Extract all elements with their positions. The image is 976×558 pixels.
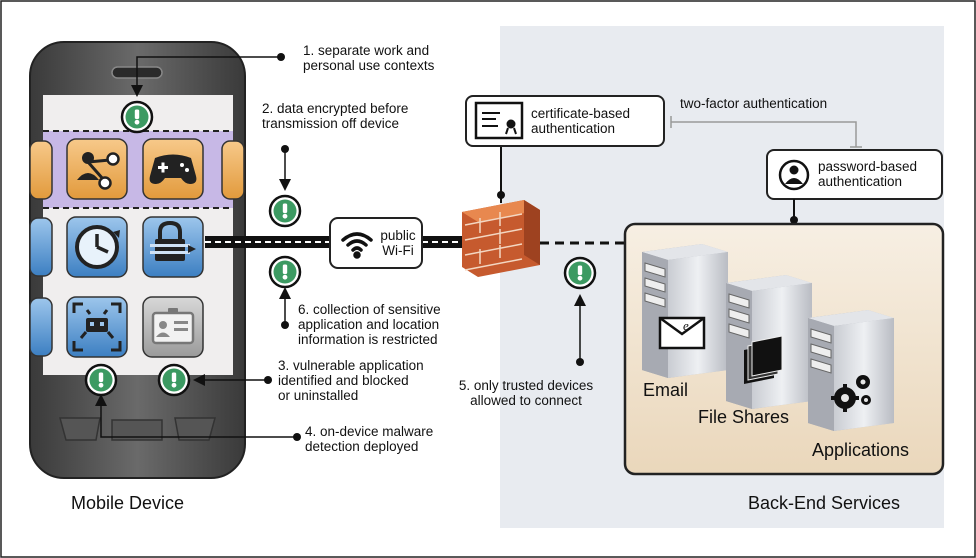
password-box xyxy=(766,149,943,200)
email-server xyxy=(642,244,728,378)
callout-3: 3. vulnerable application identified and… xyxy=(278,358,424,403)
user-icon xyxy=(778,159,810,191)
wifi-box xyxy=(329,217,423,269)
mobile-device-title: Mobile Device xyxy=(71,493,185,513)
firewall-icon xyxy=(462,200,540,277)
callout-6: 6. collection of sensitive application a… xyxy=(298,302,441,347)
cert-auth-label: certificate-based authentication xyxy=(531,106,631,136)
warning-icon xyxy=(268,194,302,228)
folders-icon xyxy=(744,335,783,384)
callout-2: 2. data encrypted before transmission of… xyxy=(262,101,409,131)
callout-1: 1. separate work and personal use contex… xyxy=(303,43,435,73)
gamepad-icon xyxy=(142,138,204,200)
warning-icon xyxy=(120,100,154,134)
warning-icon xyxy=(268,255,302,289)
warning-icon xyxy=(563,256,597,290)
wifi-icon xyxy=(341,232,373,259)
sharing-network-icon xyxy=(66,138,128,200)
two-factor-connector xyxy=(671,121,857,147)
certificate-icon xyxy=(474,101,524,140)
email-label: Email xyxy=(643,380,689,400)
callout-5: 5. only trusted devices allowed to conne… xyxy=(458,378,594,408)
wifi-label: public Wi-Fi xyxy=(380,228,416,258)
callout-4: 4. on-device malware detection deployed xyxy=(305,424,434,454)
warning-icon xyxy=(157,363,191,397)
warning-icon xyxy=(84,363,118,397)
password-auth-label: password-based authentication xyxy=(818,159,918,189)
two-factor-label: two-factor authentication xyxy=(680,96,828,111)
gears-icon xyxy=(831,375,871,412)
padlock-transfer-icon xyxy=(142,216,204,278)
svg-text:e: e xyxy=(683,318,689,333)
id-badge-icon xyxy=(142,296,204,358)
envelope-icon: e xyxy=(658,316,706,350)
file-shares-label: File Shares xyxy=(698,407,790,427)
applications-label: Applications xyxy=(812,440,910,460)
back-end-services-title: Back-End Services xyxy=(748,493,901,513)
app-server xyxy=(808,310,894,431)
mobile-device xyxy=(29,41,246,479)
malware-target-icon xyxy=(66,296,128,358)
clock-sync-icon xyxy=(66,216,128,278)
